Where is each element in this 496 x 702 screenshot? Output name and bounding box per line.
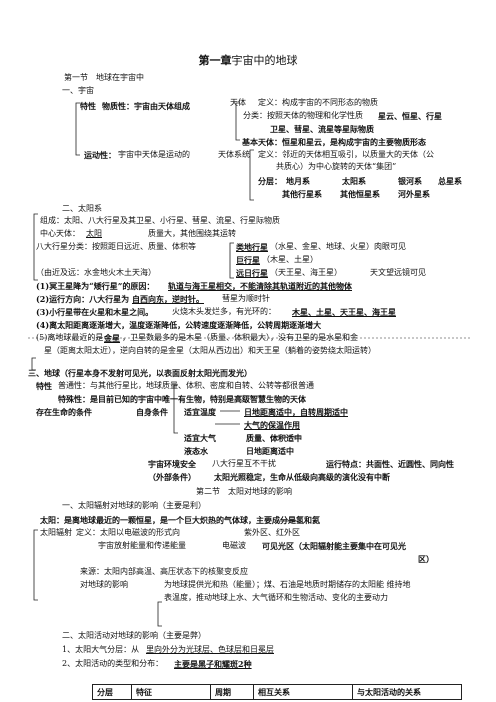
tianti-label: 天体 (230, 98, 246, 107)
section4-heading: 第二节 太阳对地球的影响 (196, 487, 292, 496)
section-heading: 第一节 地球在宇宙中 (64, 73, 144, 82)
retrograde-facts: 星（距离太阳太近），逆向自转的是金星（太阳从西边出）和天王星（躺着的姿势绕太阳运… (44, 346, 376, 355)
asteroid-belt: (3)小行星带在火星和木星之间。 (36, 307, 154, 317)
sun-label: 太阳： (40, 515, 64, 525)
ring-mnemonic: 火烧木头发烂多，有光环的： (172, 307, 276, 316)
satellite-facts: ，卫星数最多的是木星（质量、体积最大），没有卫星的是水星和金 (122, 333, 358, 342)
effect-line-2: 表温度，推动地球上水、大气循环和生物活动、变化的主要动力 (164, 593, 388, 602)
external-condition-label: （外部条件） (148, 472, 196, 482)
atmosphere-reason: 大气的保温作用 (244, 420, 300, 430)
radiation-definition-2: 宇宙放射能量和传递能量 (98, 541, 186, 550)
center-description: 质量大，其他围绕其运转 (148, 229, 236, 238)
level-universe: 总星系 (438, 176, 462, 186)
table-header-row: 分层 特征 周期 相互关系 与太阳活动的关系 (92, 684, 462, 700)
atmosphere-layers: 里向外分为光球层、色球层和日冕层 (146, 645, 274, 654)
table-header-activity-relation: 与太阳活动的关系 (352, 684, 462, 700)
motion-label: 运动性： (84, 150, 116, 160)
solar-composition: 组成：太阳、八大行星及其卫星、小行星、彗星、流星、行星际物质 (40, 216, 280, 225)
order-note: （由近及远：水金地火木土天海） (36, 268, 156, 277)
earthlike-planets: 类地行星 (236, 242, 268, 252)
basic-tianti: 基本天体：恒星和星云，是构成宇宙的主要物质形态 (242, 137, 426, 147)
solar-activity-table: 分层 特征 周期 相互关系 与太阳活动的关系 (92, 684, 462, 700)
nearest-label: (5)离地球最近的是 (36, 333, 104, 342)
water-reason: 日地距离适中 (246, 446, 294, 456)
planets-no-interference: 八大行星互不干扰 (212, 459, 276, 468)
table-header-period: 周期 (210, 684, 254, 700)
motion-text: 宇宙中天体是运动的 (118, 150, 190, 159)
temperature-label: 适宜温度 (184, 407, 216, 417)
tianti-class-bold-1: 星云、恒星、行星 (378, 111, 442, 121)
section2-heading: 二、太阳系 (62, 204, 102, 213)
radiation-label: 太阳辐射 (40, 528, 72, 537)
center-name: 太阳 (86, 229, 102, 238)
earth-feature-label: 特性 (36, 381, 52, 391)
life-conditions-label: 存在生命的条件 (36, 407, 92, 417)
earthlike-description: （水星、金星、地球、火星）肉眼可见 (270, 242, 406, 251)
table-header-feature: 特征 (131, 684, 211, 700)
comet-direction: 彗星为顺时针 (222, 294, 270, 303)
pluto-reason-label: (1)冥王星降为“矮行星”的原因： (36, 281, 155, 291)
effect-label: 对地球的影响 (80, 580, 128, 589)
direction-value: 自西向东，逆时针。 (132, 294, 204, 304)
activity-types-label: 2、太阳活动的类型和分布： (62, 659, 164, 668)
self-conditions-label: 自身条件 (136, 407, 168, 417)
system-label: 天体系统 (218, 150, 250, 159)
electromagnetic-wave: 电磁波 (222, 541, 246, 550)
levels-label: 分层： (258, 176, 282, 186)
air-reason: 质量、体积适中 (246, 433, 302, 443)
level-galaxy: 银河系 (398, 176, 422, 186)
radiation-heading: 一、太阳辐射对地球的影响（主要是利） (62, 501, 206, 510)
feature-label: 特性 (80, 101, 96, 111)
temperature-reason: 日地距离适中，自转周期适中 (244, 407, 348, 417)
distance-trend: (4)离太阳距离逐渐增大，温度逐渐降低，公转速度逐渐降低，公转周期逐渐增大 (36, 320, 322, 330)
giant-planets: 巨行星 (236, 255, 260, 265)
far-note: 天文望远镜可见 (370, 268, 426, 277)
pluto-reason: 轨道与海王星相交，不能清除其轨道附近的其他物体 (168, 281, 352, 291)
chapter-title: 第一章宇宙中的地球 (198, 54, 298, 67)
orbit-features: 运行特点：共面性、近圆性、同向性 (326, 459, 454, 469)
tianti-classification: 分类：按照天体的物理和化学性质 (243, 111, 363, 120)
sun-description: 是离地球最近的一颗恒星，是一个巨大炽热的气体球，主要成分是氢和氦 (64, 515, 320, 525)
visible-light-region-2: 区） (418, 554, 434, 564)
uv-ir-region: 紫外区、红外区 (244, 528, 300, 537)
far-planets: 远日行星 (236, 268, 268, 278)
subsection-heading: 一、宇宙 (62, 86, 94, 95)
activity-types: 主要是黑子和耀斑2种 (174, 659, 252, 669)
radiation-source: 来源：太阳内部高温、高压状态下的核聚变反应 (80, 567, 248, 576)
system-definition-2: 共质心）为中心旋转的天体“集团” (276, 162, 397, 171)
system-definition-1: 定义：邻近的天体相互吸引，以质量大的天体（公 (258, 150, 434, 159)
far-description: （天王星、海王星） (270, 268, 342, 277)
tianti-definition: 定义：构成宇宙的不同形态的物质 (258, 98, 378, 107)
level-solar: 太阳系 (342, 176, 366, 186)
level-extragalactic: 河外星系 (398, 189, 430, 199)
feature-text: 物质性：宇宙由天体组成 (102, 101, 190, 111)
visible-light-region: 可见光区（太阳辐射能主要集中在可见光 (262, 541, 406, 551)
section3-heading: 三、地球（行星本身不发射可见光，以表面反射太阳光而发光） (28, 368, 252, 378)
tianti-class-bold-2: 卫星、彗星、流星等星际物质 (270, 124, 374, 134)
level-other-stellar: 其他恒星系 (340, 189, 380, 199)
radiation-definition: 定义：太阳以电磁波的形式向 (76, 528, 180, 537)
planet-classification: 八大行星分类：按照距日远近、质量、体积等 (36, 242, 196, 251)
effect-line-1: 为地球提供光和热（能量）；煤、石油是地质时期储存的太阳能 维持地 (164, 580, 411, 589)
air-label: 适宜大气 (184, 433, 216, 443)
earth-special: 特殊性：是目前已知的宇宙中唯一有生物，特别是高级智慧生物的天体 (58, 394, 306, 404)
level-earth-moon: 地月系 (286, 176, 310, 186)
ringed-planets: 木星、土星、天王星、海王星 (292, 307, 396, 317)
atmosphere-layers-label: 1、太阳大气分层：从 (62, 645, 140, 654)
table-header-relation: 相互关系 (253, 684, 353, 700)
earth-common: 普通性：与其他行星比，地球质量、体积、密度和自转、公转等都很普通 (58, 381, 314, 390)
direction-label: (2)运行方向：八大行星为 (36, 294, 130, 304)
nearest-planet: 金星 (104, 333, 120, 343)
space-safety-label: 宇宙环境安全 (148, 459, 196, 469)
level-other-planetary: 其他行星系 (282, 189, 322, 199)
center-label: 中心天体： (40, 229, 80, 238)
solar-activity-heading: 二、太阳活动对地球的影响（主要是弊） (62, 631, 206, 640)
water-label: 液态水 (184, 446, 208, 456)
table-header-layer: 分层 (92, 684, 132, 700)
giant-description: （木星、土星） (262, 255, 318, 264)
stable-sunlight: 太阳光照稳定，生命从低级向高级的演化没有中断 (214, 472, 390, 482)
